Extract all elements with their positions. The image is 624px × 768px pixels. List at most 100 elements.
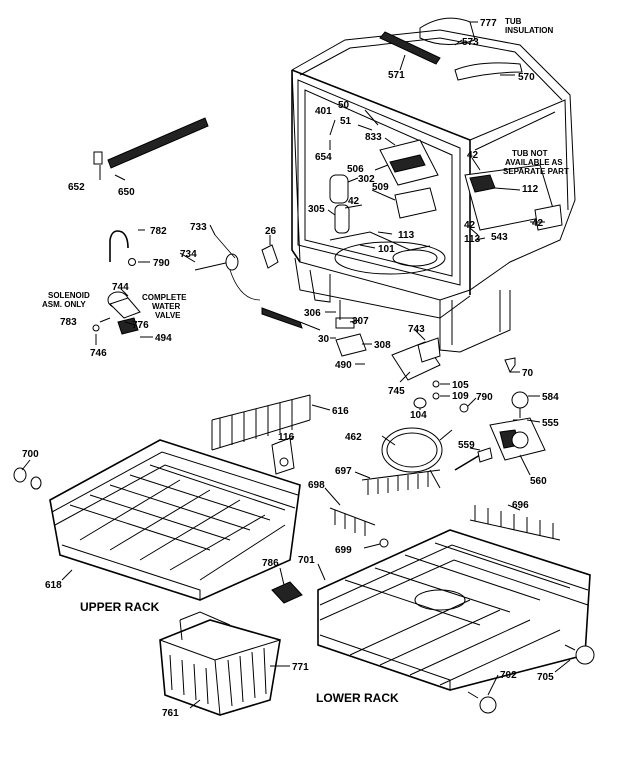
label-490: 490 bbox=[335, 360, 352, 371]
label-618: 618 bbox=[45, 580, 62, 591]
label-573: 573 bbox=[462, 37, 479, 48]
lower-rack bbox=[317, 529, 591, 691]
label-559: 559 bbox=[458, 440, 475, 451]
label-116: 116 bbox=[278, 432, 295, 443]
label-654: 654 bbox=[315, 152, 332, 163]
label-743: 743 bbox=[408, 324, 425, 335]
label-305: 305 bbox=[308, 204, 325, 215]
label-733: 733 bbox=[190, 222, 207, 233]
tub-not-note-1: TUB NOT bbox=[512, 149, 548, 158]
solenoid-note-2: ASM. ONLY bbox=[42, 300, 86, 309]
label-42-b: 42 bbox=[467, 150, 479, 161]
label-42-d: 42 bbox=[532, 218, 544, 229]
clamp-790-left bbox=[128, 258, 136, 266]
label-70: 70 bbox=[522, 368, 534, 379]
label-555: 555 bbox=[542, 418, 559, 429]
label-652: 652 bbox=[68, 182, 85, 193]
label-761: 761 bbox=[162, 708, 179, 719]
tine-row-696 bbox=[469, 505, 561, 541]
label-112: 112 bbox=[522, 184, 539, 195]
solenoid-note-1: SOLENOID bbox=[48, 291, 90, 300]
label-776: 776 bbox=[132, 320, 149, 331]
label-698: 698 bbox=[308, 480, 325, 491]
water-valve-744 bbox=[92, 291, 141, 335]
tub-insulation-note-2: INSULATION bbox=[505, 26, 554, 35]
washers-105-109 bbox=[432, 380, 440, 400]
clip-652 bbox=[93, 151, 103, 165]
wheel-700 bbox=[13, 467, 42, 490]
tub-not-note-3: SEPARATE PART bbox=[503, 167, 569, 176]
label-570: 570 bbox=[518, 72, 535, 83]
label-494: 494 bbox=[155, 333, 172, 344]
label-584: 584 bbox=[542, 392, 559, 403]
drain-hose-462 bbox=[381, 427, 453, 489]
label-104: 104 bbox=[410, 410, 427, 421]
label-616: 616 bbox=[332, 406, 349, 417]
label-746: 746 bbox=[90, 348, 107, 359]
label-701: 701 bbox=[298, 555, 315, 566]
label-699: 699 bbox=[335, 545, 352, 556]
label-700: 700 bbox=[22, 449, 39, 460]
label-109: 109 bbox=[452, 391, 469, 402]
label-113-b: 113 bbox=[464, 234, 481, 245]
label-42-c: 42 bbox=[464, 220, 476, 231]
complete-valve-note-1: COMPLETE bbox=[142, 293, 187, 302]
label-543: 543 bbox=[491, 232, 508, 243]
label-401: 401 bbox=[315, 106, 332, 117]
label-571: 571 bbox=[388, 70, 405, 81]
wheel-702 bbox=[467, 691, 497, 714]
upper-rack bbox=[49, 439, 301, 601]
label-306: 306 bbox=[304, 308, 321, 319]
drain-hose-734 bbox=[194, 234, 261, 301]
label-26: 26 bbox=[265, 226, 277, 237]
bracket-743-745 bbox=[391, 337, 441, 381]
complete-valve-note-2: WATER bbox=[152, 302, 181, 311]
tine-row-698 bbox=[329, 507, 376, 536]
label-782: 782 bbox=[150, 226, 167, 237]
label-786: 786 bbox=[262, 558, 279, 569]
label-509: 509 bbox=[372, 182, 389, 193]
label-744: 744 bbox=[112, 282, 129, 293]
label-783: 783 bbox=[60, 317, 77, 328]
wheel-705 bbox=[564, 644, 595, 665]
shelf-616 bbox=[211, 394, 311, 451]
bracket-116 bbox=[271, 437, 295, 475]
label-42-a: 42 bbox=[348, 196, 360, 207]
fill-funnel-584 bbox=[511, 391, 529, 421]
label-560: 560 bbox=[530, 476, 547, 487]
label-697: 697 bbox=[335, 466, 352, 477]
leader-lines bbox=[21, 21, 571, 709]
label-745: 745 bbox=[388, 386, 405, 397]
door-gasket-650 bbox=[107, 117, 209, 169]
label-308: 308 bbox=[374, 340, 391, 351]
complete-valve-note-3: VALVE bbox=[155, 311, 181, 320]
label-702: 702 bbox=[500, 670, 517, 681]
heater-element-strip bbox=[261, 307, 321, 331]
upper-rack-title: UPPER RACK bbox=[80, 600, 160, 614]
label-506: 506 bbox=[347, 164, 364, 175]
label-771: 771 bbox=[292, 662, 309, 673]
label-307: 307 bbox=[352, 316, 369, 327]
dishwasher-tub bbox=[291, 17, 576, 353]
silverware-holder-786 bbox=[271, 581, 303, 604]
silverware-basket-761 bbox=[159, 611, 281, 716]
pump-parts-307-308 bbox=[335, 300, 367, 357]
lower-rack-title: LOWER RACK bbox=[316, 691, 399, 705]
label-790-b: 790 bbox=[476, 392, 493, 403]
part-26 bbox=[261, 244, 279, 269]
label-462: 462 bbox=[345, 432, 362, 443]
label-650: 650 bbox=[118, 187, 135, 198]
label-50: 50 bbox=[338, 100, 350, 111]
screw-104 bbox=[413, 397, 427, 409]
label-833: 833 bbox=[365, 132, 382, 143]
label-30: 30 bbox=[318, 334, 330, 345]
clamp-790-right bbox=[459, 403, 469, 413]
tine-row-697 bbox=[361, 469, 441, 495]
pump-motor-560 bbox=[489, 417, 546, 461]
label-113-a: 113 bbox=[398, 230, 415, 241]
label-705: 705 bbox=[537, 672, 554, 683]
label-696: 696 bbox=[512, 500, 529, 511]
tub-not-note-2: AVAILABLE AS bbox=[505, 158, 563, 167]
